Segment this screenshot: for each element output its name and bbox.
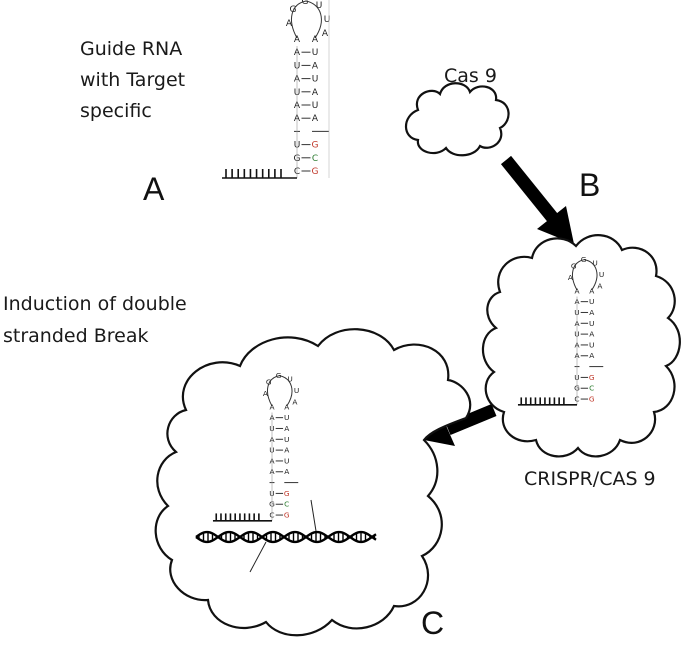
loop-nucleotide: A (292, 397, 297, 406)
stem-nucleotide-right: U (312, 75, 319, 85)
svg-text:Guide RNA: Guide RNA (80, 38, 182, 60)
stem-nucleotide-right: U (312, 48, 319, 58)
loop-closing-nucleotide: A (574, 286, 579, 295)
loop-nucleotide: A (263, 389, 268, 398)
loop-nucleotide: U (294, 386, 299, 395)
stem-nucleotide-right: G (312, 167, 319, 177)
dna-strand-1 (195, 530, 377, 544)
loop-nucleotide: A (322, 29, 329, 39)
loop-nucleotide: U (599, 270, 604, 279)
stem-nucleotide-right: A (284, 446, 289, 455)
loop-nucleotide: U (324, 15, 331, 25)
stem-nucleotide-right: U (284, 456, 289, 465)
induction-label: Induction of double stranded Break (3, 293, 187, 347)
loop-nucleotide: A (286, 19, 293, 29)
loop-nucleotide: A (597, 281, 602, 290)
stem-nucleotide-right: A (284, 467, 289, 476)
stem-nucleotide-right: U (589, 340, 594, 349)
loop-backbone (266, 375, 293, 407)
stem-nucleotide-right: A (312, 114, 319, 124)
cas9-label: Cas 9 (444, 65, 497, 87)
stem-nucleotide-right: A (589, 330, 594, 339)
panel-label-b: B (579, 167, 600, 203)
loop-closing-nucleotide: A (269, 402, 274, 411)
loop-backbone (291, 0, 322, 39)
loop-nucleotide: G (571, 262, 577, 271)
stem-nucleotide-left: A (294, 101, 301, 111)
loop-backbone (571, 259, 598, 291)
stem-nucleotide-right: A (589, 308, 594, 317)
stem-nucleotide-left: A (294, 114, 301, 124)
svg-text:with Target: with Target (80, 69, 185, 91)
panel-label-c: C (421, 605, 444, 641)
stem-nucleotide-right: A (312, 88, 319, 98)
arrow-cas9-to-complex (500, 155, 574, 244)
stem-nucleotide-right: G (589, 395, 595, 404)
double-strand-break-cloud (154, 328, 472, 637)
stem-nucleotide-right: C (589, 384, 594, 393)
stem-nucleotide-right: U (589, 297, 594, 306)
stem-nucleotide-left: A (294, 48, 301, 58)
cut-marker-bottom (249, 541, 267, 573)
guide-rna-label: Guide RNA with Target specific (80, 38, 185, 122)
cas9-protein-cloud (404, 82, 510, 157)
loop-closing-nucleotide: A (284, 402, 289, 411)
stem-nucleotide-right: U (284, 435, 289, 444)
stem-nucleotide-right: C (312, 154, 318, 164)
stem-nucleotide-left: A (294, 75, 301, 85)
loop-closing-nucleotide: A (312, 35, 319, 45)
loop-nucleotide: A (568, 273, 573, 282)
panel-label-a: A (143, 171, 165, 207)
svg-text:specific: specific (80, 100, 152, 122)
crispr-cas9-label: CRISPR/CAS 9 (524, 468, 656, 490)
loop-nucleotide: G (302, 0, 309, 7)
loop-closing-nucleotide: A (294, 35, 301, 45)
stem-nucleotide-right: A (312, 61, 319, 71)
stem-nucleotide-right: G (312, 141, 319, 151)
stem-nucleotide-right: G (589, 373, 595, 382)
loop-closing-nucleotide: A (589, 286, 594, 295)
loop-nucleotide: U (592, 258, 597, 267)
svg-text:Induction of double: Induction of double (3, 293, 187, 315)
stem-nucleotide-right: G (284, 511, 290, 520)
dna-double-helix (195, 530, 377, 544)
svg-text:stranded Break: stranded Break (3, 325, 148, 347)
cut-marker-top (310, 499, 317, 532)
loop-nucleotide: U (287, 374, 292, 383)
stem-nucleotide-right: C (284, 500, 289, 509)
loop-nucleotide: U (316, 1, 323, 11)
arrow-complex-to-break (424, 403, 497, 446)
stem-nucleotide-right: U (589, 319, 594, 328)
stem-nucleotide-right: U (284, 413, 289, 422)
stem-nucleotide-right: A (284, 424, 289, 433)
crispr-cas9-complex-cloud (481, 234, 681, 458)
stem-nucleotide-right: G (284, 489, 290, 498)
stem-nucleotide-right: U (312, 101, 319, 111)
dna-strand-2 (195, 530, 377, 544)
stem-nucleotide-right: A (589, 351, 594, 360)
loop-nucleotide: G (266, 378, 272, 387)
